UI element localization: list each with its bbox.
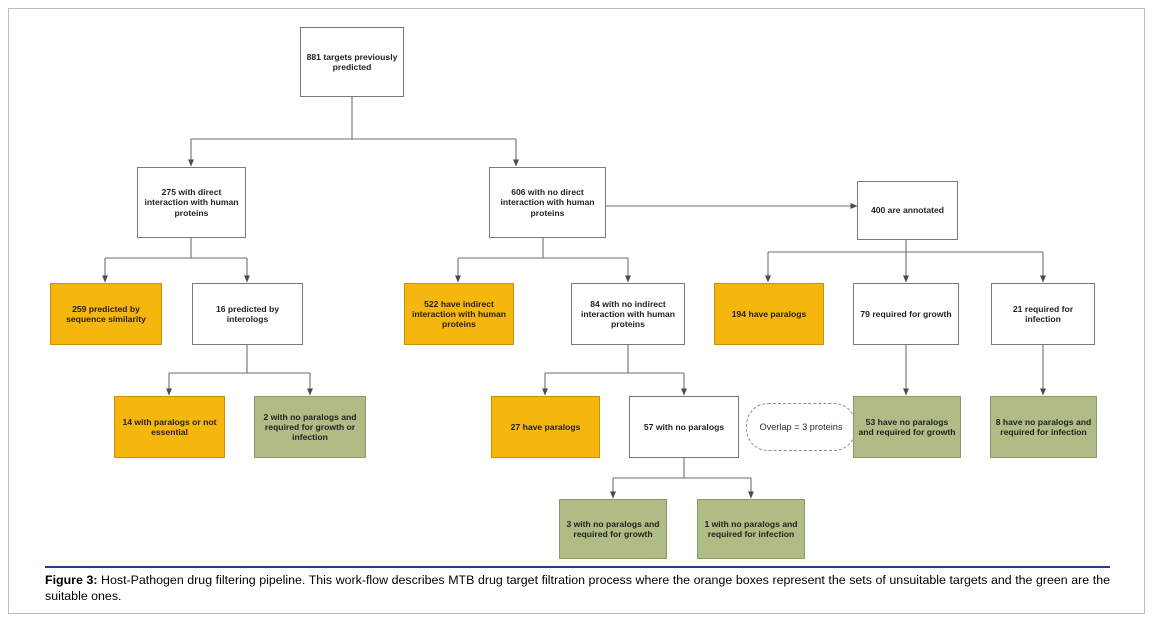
node-14-paralogs-or-not-essential[interactable]: 14 with paralogs or not essential (114, 396, 225, 458)
node-1-no-paralogs-infection[interactable]: 1 with no paralogs and required for infe… (697, 499, 805, 559)
node-522-indirect-interaction[interactable]: 522 have indirect interaction with human… (404, 283, 514, 345)
node-881-targets[interactable]: 881 targets previously predicted (300, 27, 404, 97)
node-400-annotated[interactable]: 400 are annotated (857, 181, 958, 240)
node-overlap-3-proteins[interactable]: Overlap = 3 proteins (746, 403, 856, 451)
node-84-no-indirect-interaction[interactable]: 84 with no indirect interaction with hum… (571, 283, 685, 345)
node-194-have-paralogs[interactable]: 194 have paralogs (714, 283, 824, 345)
node-21-required-infection[interactable]: 21 required for infection (991, 283, 1095, 345)
node-2-no-paralogs-growth-or-infection[interactable]: 2 with no paralogs and required for grow… (254, 396, 366, 458)
figure-caption-text: Host-Pathogen drug filtering pipeline. T… (45, 573, 1110, 604)
figure-caption: Figure 3: Host-Pathogen drug filtering p… (45, 572, 1110, 605)
node-606-no-direct-interaction[interactable]: 606 with no direct interaction with huma… (489, 167, 606, 238)
node-16-interologs[interactable]: 16 predicted by interologs (192, 283, 303, 345)
node-259-sequence-similarity[interactable]: 259 predicted by sequence similarity (50, 283, 162, 345)
node-275-direct-interaction[interactable]: 275 with direct interaction with human p… (137, 167, 246, 238)
node-3-no-paralogs-growth[interactable]: 3 with no paralogs and required for grow… (559, 499, 667, 559)
figure-label: Figure 3: (45, 573, 98, 587)
node-27-have-paralogs[interactable]: 27 have paralogs (491, 396, 600, 458)
node-57-no-paralogs[interactable]: 57 with no paralogs (629, 396, 739, 458)
figure-frame (8, 8, 1145, 614)
node-53-no-paralogs-growth[interactable]: 53 have no paralogs and required for gro… (853, 396, 961, 458)
caption-rule (45, 566, 1110, 568)
node-8-no-paralogs-infection[interactable]: 8 have no paralogs and required for infe… (990, 396, 1097, 458)
node-79-required-growth[interactable]: 79 required for growth (853, 283, 959, 345)
